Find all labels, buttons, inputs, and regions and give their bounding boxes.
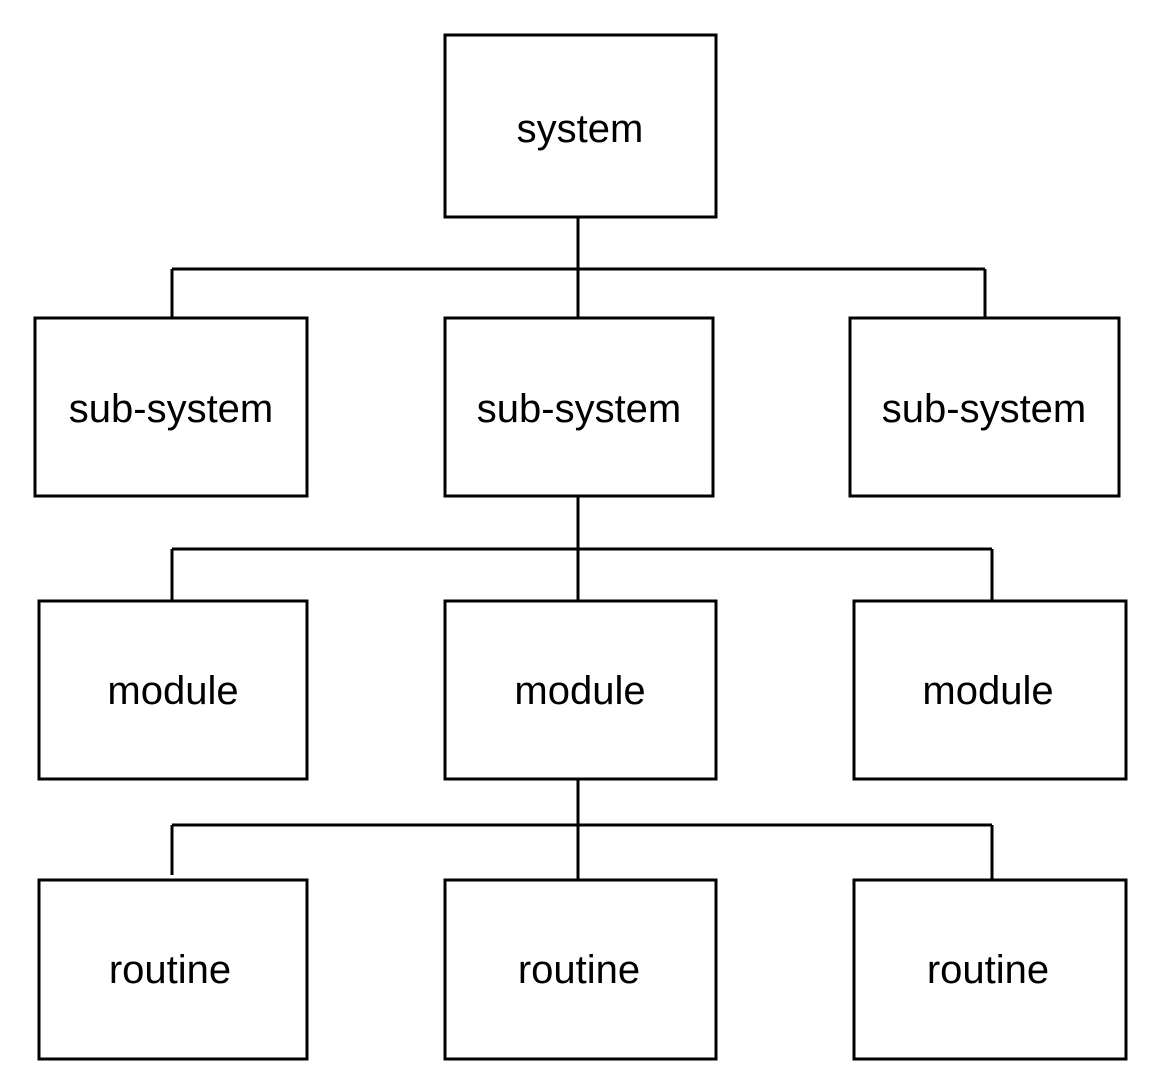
- routine-label: routine: [927, 948, 1049, 992]
- connector-system-to-subsystems: [170, 217, 987, 318]
- module-label: module: [922, 669, 1053, 713]
- routine-node-right: routine: [852, 878, 1128, 1061]
- routine-node-center: routine: [443, 878, 718, 1061]
- subsystem-label: sub-system: [882, 387, 1087, 431]
- routine-label: routine: [518, 948, 640, 992]
- connector-module-to-routines: [170, 779, 994, 880]
- subsystem-node-right: sub-system: [848, 316, 1121, 498]
- system-node: system: [443, 33, 718, 219]
- module-node-left: module: [37, 599, 309, 781]
- routine-node-left: routine: [37, 878, 309, 1061]
- subsystem-node-left: sub-system: [33, 316, 309, 498]
- module-node-center: module: [443, 599, 718, 781]
- routine-label: routine: [109, 948, 231, 992]
- module-label: module: [107, 669, 238, 713]
- subsystem-node-center: sub-system: [443, 316, 715, 498]
- system-label: system: [517, 107, 644, 151]
- connector-subsystem-to-modules: [170, 496, 994, 601]
- module-node-right: module: [852, 599, 1128, 781]
- module-label: module: [514, 669, 645, 713]
- subsystem-label: sub-system: [477, 387, 682, 431]
- subsystem-label: sub-system: [69, 387, 274, 431]
